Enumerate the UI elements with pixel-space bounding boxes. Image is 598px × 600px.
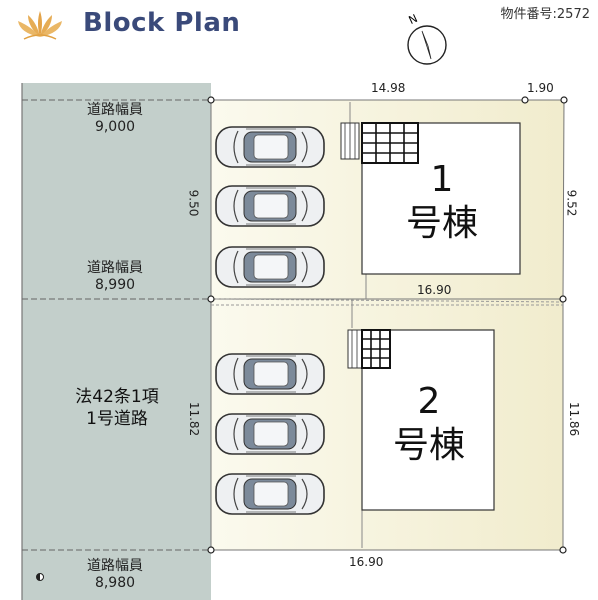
dim-lot2-bottom: 16.90: [349, 555, 384, 569]
road-width-value: 8,990: [94, 277, 136, 293]
lotus-logo-icon: [18, 11, 62, 40]
dim-lot2-left: 11.82: [187, 401, 202, 437]
steps-1: [340, 122, 360, 160]
dim-lot-boundary: 16.90: [417, 283, 452, 297]
road-width-middle: 道路幅員 8,990: [65, 260, 165, 294]
dim-lot1-corner: 1.90: [527, 81, 554, 95]
road-width-label: 道路幅員: [87, 102, 143, 118]
parking-car-2: [215, 185, 325, 227]
steps-2: [347, 329, 363, 369]
road-width-label: 道路幅員: [87, 558, 143, 574]
road-width-top: 道路幅員 9,000: [65, 102, 165, 136]
dim-lot1-front: 14.98: [371, 81, 406, 95]
road-width-value: 9,000: [94, 119, 136, 135]
building-2-number: 2: [417, 381, 441, 422]
parking-car-5: [215, 413, 325, 455]
building-1-text: 号棟: [405, 203, 478, 244]
compass-icon: [407, 25, 447, 65]
building-2-text: 号棟: [392, 425, 465, 466]
parking-car-1: [215, 126, 325, 168]
road-width-label: 道路幅員: [87, 260, 143, 276]
road-width-bottom: 道路幅員 8,980: [65, 558, 165, 592]
road-legal-line1: 法42条1項: [75, 387, 159, 407]
dim-lot2-right: 11.86: [567, 401, 582, 437]
building-1-number: 1: [430, 159, 454, 200]
dim-lot1-right: 9.52: [564, 189, 579, 217]
building-1-label: 1 号棟: [382, 158, 502, 246]
marker-icon: [36, 573, 44, 581]
road-area: [22, 83, 211, 600]
building-2-label: 2 号棟: [369, 380, 489, 468]
road-legal-line2: 1号道路: [86, 409, 148, 429]
property-number: 物件番号:2572: [500, 7, 590, 22]
survey-points: [207, 96, 568, 554]
page-title: Block Plan: [83, 8, 241, 38]
deck-grid-2: [361, 329, 391, 369]
parking-car-4: [215, 353, 325, 395]
parking-car-3: [215, 246, 325, 288]
deck-grid-1: [361, 122, 419, 164]
road-width-value: 8,980: [94, 575, 136, 591]
parking-car-6: [215, 473, 325, 515]
road-legal-type: 法42条1項 1号道路: [52, 386, 182, 430]
dim-lot1-left: 9.50: [186, 189, 201, 217]
